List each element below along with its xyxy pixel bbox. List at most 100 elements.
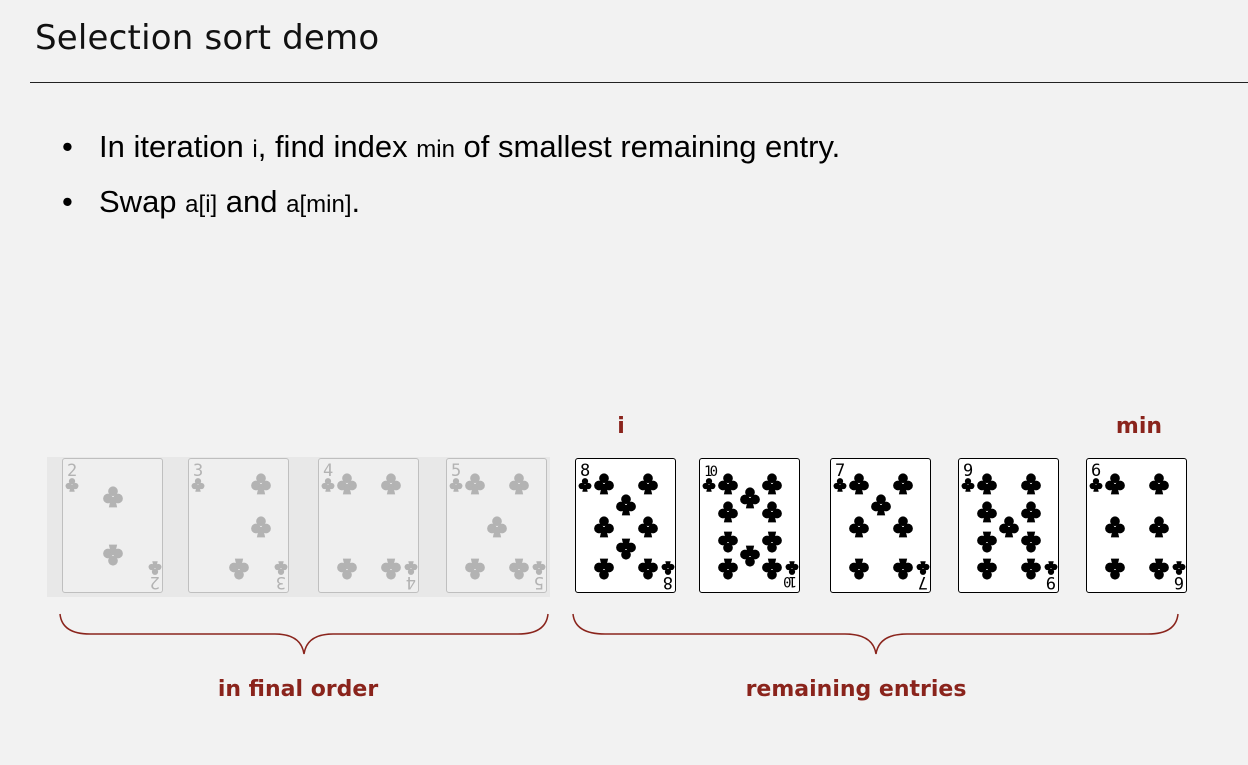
club-pip-icon — [638, 558, 658, 580]
remaining-group-label: remaining entries — [745, 677, 967, 702]
club-pip-icon — [148, 561, 162, 575]
bullet-text: Swap a[i] and a[min]. — [99, 184, 360, 219]
card-rank-bottom: 8 — [663, 572, 673, 592]
card-rank-bottom: 6 — [1174, 572, 1184, 592]
club-pip-icon — [849, 516, 869, 538]
club-pip-icon — [465, 473, 485, 495]
club-pip-icon — [487, 516, 507, 538]
card-rank-top: 2 — [67, 461, 77, 481]
club-pip-icon — [1021, 473, 1041, 495]
card-rank-bottom: 10 — [783, 573, 797, 589]
club-pip-icon — [594, 473, 614, 495]
bullet-segment: and — [217, 184, 287, 219]
card-face: 10 10 — [702, 464, 799, 589]
bullet-list: •In iteration i, find index min of small… — [62, 124, 840, 234]
slide-title: Selection sort demo — [35, 18, 380, 58]
club-pip-icon — [578, 478, 592, 492]
bullet-segment: Swap — [99, 184, 186, 219]
bullet-segment: . — [351, 184, 361, 219]
club-pip-icon — [638, 516, 658, 538]
card-face: 44 — [321, 461, 418, 592]
bullet-dot-icon: • — [62, 184, 73, 219]
club-pip-icon — [616, 494, 636, 516]
club-pip-icon — [1149, 558, 1169, 580]
club-pip-icon — [381, 558, 401, 580]
bullet-item: • Swap a[i] and a[min]. — [62, 179, 840, 234]
club-pip-icon — [833, 478, 847, 492]
card-rank-bottom: 7 — [918, 572, 928, 592]
club-pip-icon — [251, 516, 271, 538]
club-pip-icon — [532, 561, 546, 575]
club-pip-icon — [404, 561, 418, 575]
club-pip-icon — [465, 558, 485, 580]
code-segment: a[i] — [185, 191, 218, 218]
club-pip-icon — [65, 478, 79, 492]
card-rank-top: 6 — [1091, 461, 1101, 481]
club-pip-icon — [977, 531, 997, 553]
card-rank-top: 9 — [963, 461, 973, 481]
club-pip-icon — [103, 486, 123, 508]
bullet-segment: of smallest remaining entry. — [454, 129, 841, 164]
club-pip-icon — [321, 478, 335, 492]
card-face: 77 — [833, 461, 930, 592]
card-rank-bottom: 3 — [276, 572, 286, 592]
title-divider — [30, 82, 1248, 83]
card-rank-top: 8 — [580, 461, 590, 481]
card-rank-top: 4 — [323, 461, 333, 481]
club-pip-icon — [509, 473, 529, 495]
club-pip-icon — [1149, 473, 1169, 495]
card-rank-top: 5 — [451, 461, 461, 481]
code-segment: a[min] — [286, 191, 352, 218]
club-pip-icon — [849, 473, 869, 495]
club-pip-icon — [1149, 516, 1169, 538]
club-pip-icon — [740, 487, 760, 509]
club-pip-icon — [740, 545, 760, 567]
card-rank-bottom: 5 — [534, 572, 544, 592]
card-face: 22 — [65, 461, 162, 592]
club-pip-icon — [594, 516, 614, 538]
club-pip-icon — [849, 558, 869, 580]
card-face: 33 — [191, 461, 288, 592]
bullet-dot-icon: • — [62, 129, 73, 164]
pointer-i-label: i — [617, 414, 625, 439]
club-pip-icon — [661, 561, 675, 575]
club-pip-icon — [337, 473, 357, 495]
club-pip-icon — [1044, 561, 1058, 575]
remaining-brace — [572, 613, 1179, 655]
card-face: 88 — [578, 461, 675, 592]
club-pip-icon — [616, 538, 636, 560]
club-pip-icon — [977, 558, 997, 580]
club-pip-icon — [449, 478, 463, 492]
club-pip-icon — [961, 478, 975, 492]
club-pip-icon — [762, 473, 782, 495]
pointer-min-label: min — [1115, 414, 1163, 439]
club-pip-icon — [191, 478, 205, 492]
club-pip-icon — [702, 478, 716, 492]
club-pip-icon — [274, 561, 288, 575]
club-pip-icon — [1021, 531, 1041, 553]
club-pip-icon — [977, 473, 997, 495]
sorted-brace — [59, 613, 549, 655]
card-face: 66 — [1089, 461, 1186, 592]
club-pip-icon — [337, 558, 357, 580]
bullet-item: •In iteration i, find index min of small… — [62, 124, 840, 179]
club-pip-icon — [1172, 561, 1186, 575]
code-segment: min — [416, 136, 455, 163]
card-rank-top: 10 — [704, 464, 718, 480]
club-pip-icon — [718, 501, 738, 523]
club-pip-icon — [229, 558, 249, 580]
club-pip-icon — [893, 558, 913, 580]
club-pip-icon — [871, 494, 891, 516]
club-pip-icon — [1021, 501, 1041, 523]
club-pip-icon — [762, 558, 782, 580]
card-rank-bottom: 9 — [1046, 572, 1056, 592]
card-face: 99 — [961, 461, 1058, 592]
club-pip-icon — [1105, 516, 1125, 538]
card-rank-top: 7 — [835, 461, 845, 481]
club-pip-icon — [762, 531, 782, 553]
